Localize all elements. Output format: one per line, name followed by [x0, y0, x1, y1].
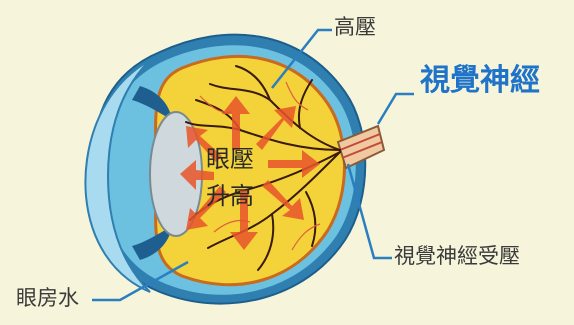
label-aqueous-humor: 眼房水 — [16, 288, 79, 309]
label-center-rise: 升高 — [206, 184, 254, 208]
label-optic-nerve-compressed: 視覺神經受壓 — [394, 246, 520, 267]
leader-optic-nerve — [378, 94, 414, 124]
label-center-pressure: 眼壓 — [206, 147, 254, 171]
label-high-pressure: 高壓 — [334, 17, 376, 38]
label-optic-nerve: 視覺神經 — [420, 66, 540, 96]
